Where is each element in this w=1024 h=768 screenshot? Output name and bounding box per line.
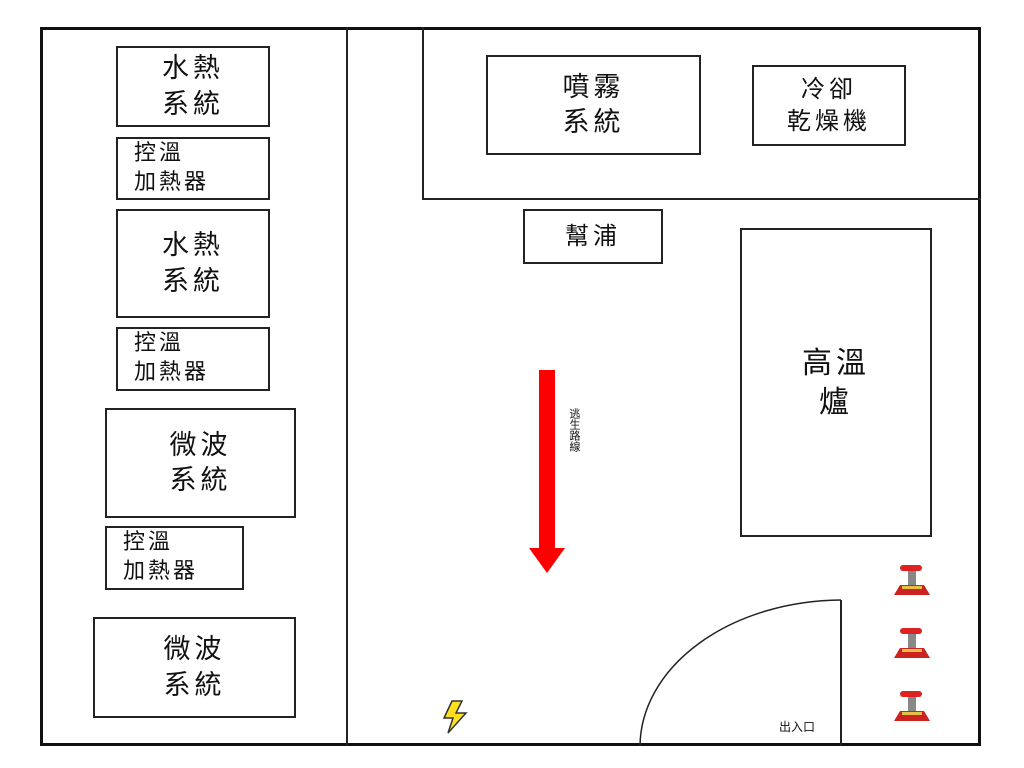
lightning-icon <box>442 700 468 734</box>
exit-label: 出入口 <box>779 720 816 734</box>
top-right-room <box>422 27 981 200</box>
microwave-system-2: 微波 系統 <box>93 617 296 718</box>
arrow-shaft <box>539 370 555 550</box>
pump: 幫浦 <box>523 209 663 264</box>
escape-route-label: 逃生路線 <box>568 408 581 452</box>
temperature-heater-3: 控溫 加熱器 <box>105 526 244 590</box>
escape-route-arrow <box>529 370 565 573</box>
microwave-system-1: 微波 系統 <box>105 408 296 518</box>
arrow-head <box>529 548 565 573</box>
high-temperature-furnace: 高溫 爐 <box>740 228 932 537</box>
temperature-heater-2: 控溫 加熱器 <box>116 327 270 391</box>
fire-extinguisher-icon <box>894 565 930 595</box>
cooling-dryer: 冷卻 乾燥機 <box>752 65 906 146</box>
temperature-heater-1: 控溫 加熱器 <box>116 137 270 200</box>
hydrothermal-system-2: 水熱 系統 <box>116 209 270 318</box>
divider-wall <box>346 27 348 746</box>
hydrothermal-system-1: 水熱 系統 <box>116 46 270 127</box>
floor-plan-outline <box>40 27 981 746</box>
door-swing <box>639 599 842 747</box>
spray-system: 噴霧 系統 <box>486 55 701 155</box>
fire-extinguisher-icon <box>894 691 930 721</box>
fire-extinguisher-icon <box>894 628 930 658</box>
